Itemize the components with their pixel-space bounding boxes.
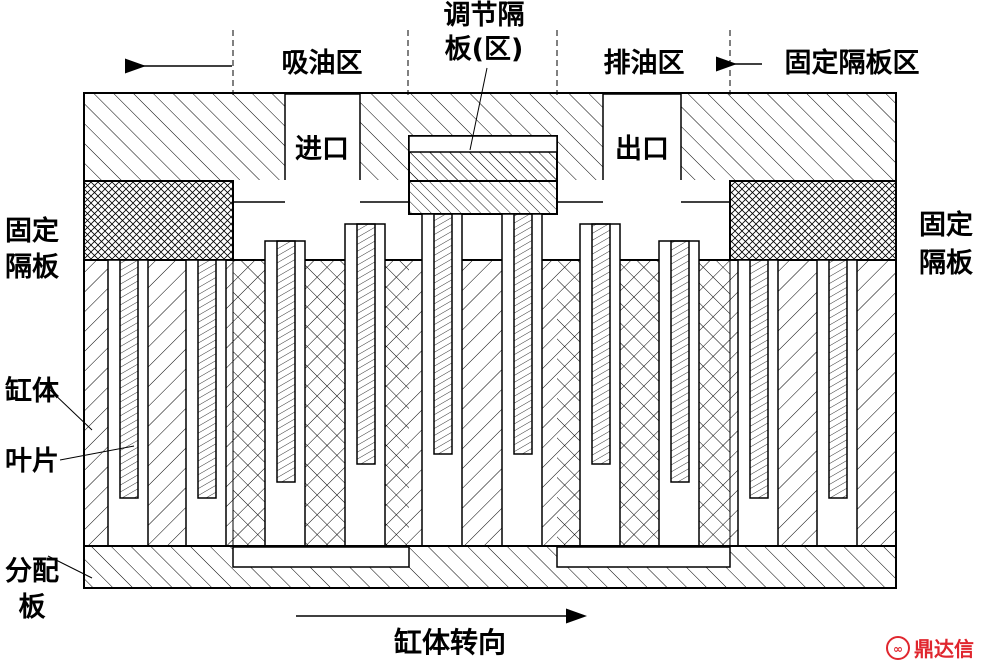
vane (356, 223, 376, 465)
vane (670, 240, 690, 483)
zone-label-discharge: 排油区 (604, 48, 685, 79)
vane (197, 259, 217, 499)
inlet-gap (286, 180, 359, 202)
watermark-text: 鼎达信 (914, 637, 974, 661)
plate-groove-suction (232, 546, 410, 568)
zone-label-suction: 吸油区 (282, 48, 363, 79)
vane-label: 叶片 (5, 446, 59, 477)
zone-label-adjust-2: 板(区) (445, 34, 524, 65)
fixed-partition-right-label-2: 隔板 (919, 248, 973, 279)
plate-label-2: 板 (19, 592, 46, 623)
svg-text:∞: ∞ (893, 642, 903, 656)
rotation-label: 缸体转向 (394, 626, 506, 659)
plate-label-1: 分配 (5, 556, 59, 587)
vane (433, 213, 453, 455)
outlet-label: 出口 (615, 134, 669, 165)
vane (591, 223, 611, 465)
fixed-partition-right (729, 180, 897, 261)
vane (276, 240, 296, 483)
fixed-partition-right-label-1: 固定 (919, 209, 973, 241)
vane (513, 213, 533, 455)
zone-label-adjust-1: 调节隔 (444, 0, 525, 31)
leader-lines (47, 67, 488, 579)
cylinder-label: 缸体 (5, 375, 60, 407)
inlet-label: 进口 (295, 134, 349, 165)
fixed-partition-left-label-1: 固定 (5, 215, 59, 247)
fixed-partition-left (83, 180, 234, 261)
plate-groove-discharge (556, 546, 731, 568)
outlet-gap (604, 180, 680, 202)
watermark-logo-icon (886, 636, 910, 660)
vane (119, 259, 139, 499)
adjustable-partition (408, 135, 558, 215)
zone-label-fixed: 固定隔板区 (785, 47, 920, 79)
vane (828, 259, 848, 499)
distribution-plate (83, 545, 897, 589)
watermark: ∞ 鼎达信 (886, 636, 974, 661)
fixed-partition-left-label-2: 隔板 (5, 252, 59, 283)
vane (749, 259, 769, 499)
